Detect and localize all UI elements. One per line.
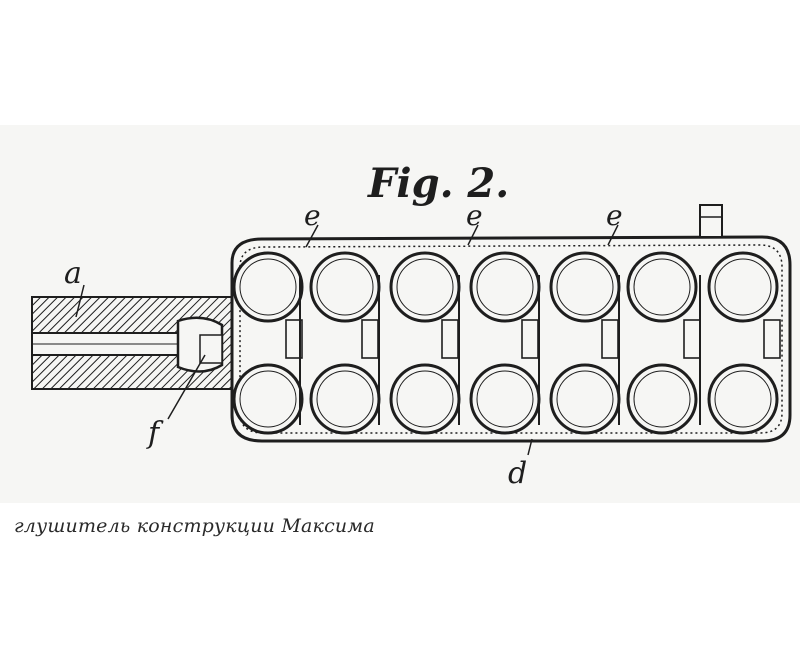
baffle-ring bbox=[309, 251, 381, 323]
baffle-ring bbox=[309, 363, 381, 435]
figure-title: Fig. 2. bbox=[367, 160, 509, 207]
baffle-ring bbox=[389, 251, 461, 323]
silencer-drawing: Fig. 2. bbox=[31, 160, 792, 491]
label-e-1: e bbox=[304, 199, 321, 232]
baffle-ring bbox=[469, 251, 541, 323]
baffle-ring bbox=[707, 251, 779, 323]
baffle-ring bbox=[232, 251, 304, 323]
baffle-rings bbox=[232, 251, 779, 435]
leader-lines bbox=[75, 224, 619, 456]
label-e-3: e bbox=[606, 199, 623, 232]
barrel bbox=[31, 296, 233, 390]
baffle-ring bbox=[389, 363, 461, 435]
baffle-ring bbox=[626, 251, 698, 323]
baffle-ring bbox=[626, 363, 698, 435]
patent-figure: Fig. 2. bbox=[0, 125, 800, 503]
baffle-ring bbox=[549, 251, 621, 323]
label-d: d bbox=[508, 456, 527, 491]
label-f: f bbox=[146, 416, 164, 451]
baffle-ring bbox=[549, 363, 621, 435]
figure-caption: глушитель конструкции Максима bbox=[14, 515, 375, 537]
caption-bar bbox=[0, 503, 800, 551]
baffle-ring bbox=[469, 363, 541, 435]
baffle-plates bbox=[285, 275, 781, 425]
label-a: a bbox=[64, 256, 82, 291]
baffle-ring bbox=[232, 363, 304, 435]
label-e-2: e bbox=[466, 199, 483, 232]
baffle-ring bbox=[707, 363, 779, 435]
